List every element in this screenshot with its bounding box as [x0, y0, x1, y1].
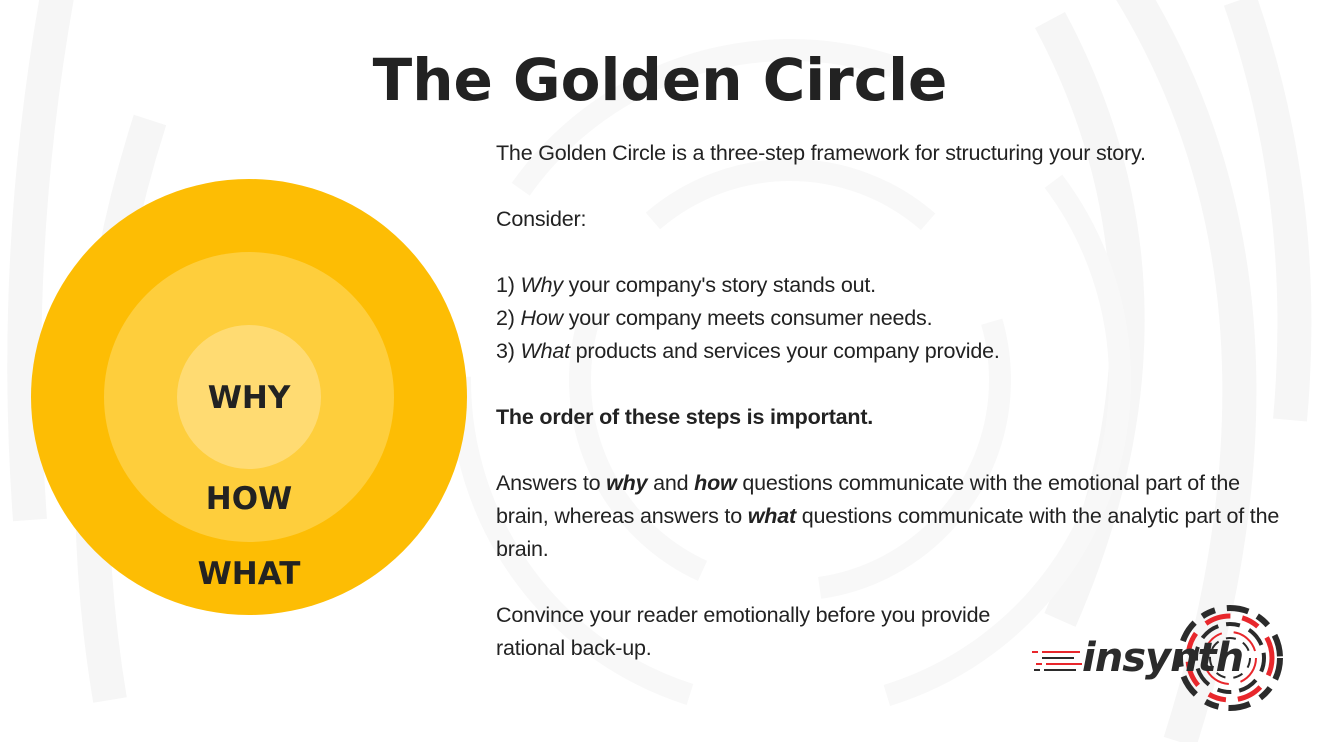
inner-circle-why [177, 325, 321, 469]
step-keyword: Why [520, 273, 564, 297]
consider-text: Consider: [496, 207, 587, 231]
answers-paragraph: Answers to why and how questions communi… [496, 467, 1296, 566]
closing-line-1: Convince your reader emotionally before … [496, 603, 991, 627]
step-2: 2) How your company meets consumer needs… [496, 302, 1306, 335]
step-keyword: How [520, 306, 564, 330]
why-label: WHY [207, 380, 291, 416]
answers-text: questions communicate with the analytic … [496, 504, 1280, 561]
insynth-logo: insynth [1030, 600, 1286, 720]
step-text: your company meets consumer needs. [562, 306, 933, 330]
step-number: 2) [496, 306, 521, 330]
answers-text: questions communicate with the emotional… [496, 471, 1240, 528]
step-text: your company's story stands out. [562, 273, 876, 297]
how-label: HOW [205, 481, 293, 517]
body-text: The Golden Circle is a three-step framew… [496, 137, 1306, 665]
logo-wordmark: insynth [1082, 635, 1244, 681]
page-title: The Golden Circle [372, 46, 948, 114]
step-3: 3) What products and services your compa… [496, 335, 1306, 368]
intro-text: The Golden Circle is a three-step framew… [496, 141, 1146, 165]
keyword-how: how [694, 471, 737, 495]
closing-line-2: rational back-up. [496, 636, 652, 660]
emphasis-text: The order of these steps is important. [496, 405, 874, 429]
answers-text: Answers to [496, 471, 607, 495]
keyword-what: what [747, 504, 796, 528]
answers-text: and [647, 471, 695, 495]
step-number: 3) [496, 339, 521, 363]
concentric-dashed-rings-logo-icon [1032, 605, 1283, 711]
keyword-why: why [606, 471, 648, 495]
step-keyword: What [520, 339, 571, 363]
step-1: 1) Why your company's story stands out. [496, 269, 1306, 302]
step-number: 1) [496, 273, 521, 297]
step-text: products and services your company provi… [569, 339, 1000, 363]
what-label: WHAT [197, 556, 301, 592]
